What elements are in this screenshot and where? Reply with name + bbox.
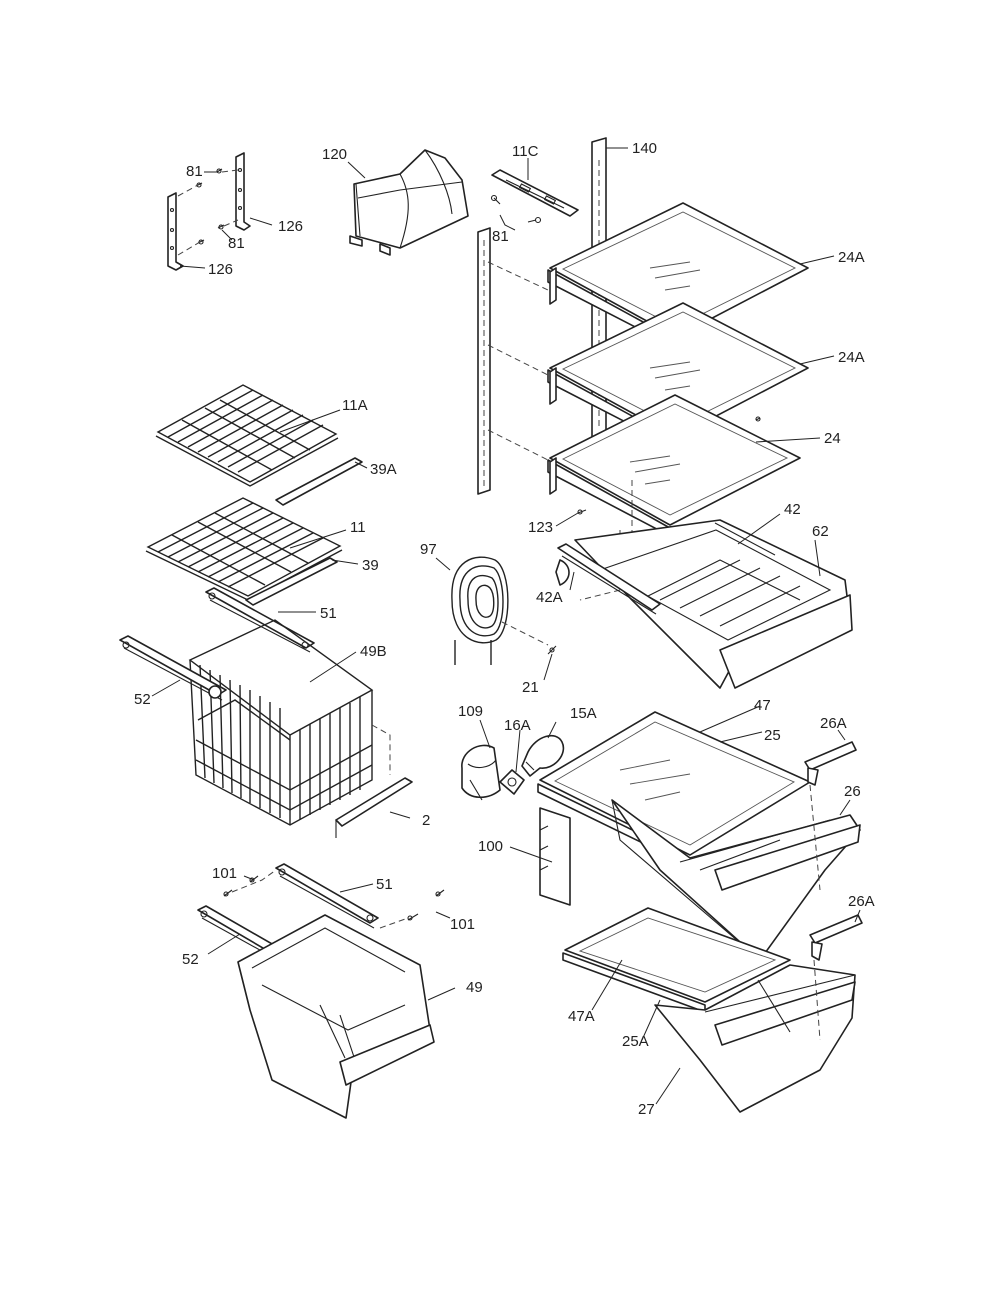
label-126-a: 126 — [278, 218, 303, 235]
label-101-a: 101 — [212, 865, 237, 882]
leader-lines — [151, 147, 861, 1105]
label-11c: 11C — [512, 143, 539, 160]
label-47a: 47A — [568, 1008, 595, 1025]
label-81-c: 81 — [492, 228, 509, 245]
label-49: 49 — [466, 979, 483, 996]
glass-shelf-24 — [547, 394, 801, 537]
heater-97 — [451, 556, 557, 665]
bracket-126-left — [167, 192, 184, 271]
label-26: 26 — [844, 783, 861, 800]
label-101-b: 101 — [450, 916, 475, 933]
dairy-bin-120 — [349, 149, 469, 256]
label-25: 25 — [764, 727, 781, 744]
bulb-15a — [521, 734, 565, 777]
label-120: 120 — [322, 146, 347, 163]
trim-39a — [275, 457, 363, 506]
light-housing-109 — [461, 744, 501, 801]
shelf-rail-11c — [490, 169, 579, 224]
label-100: 100 — [478, 838, 503, 855]
panel-100 — [539, 807, 571, 906]
slide-51-upper — [205, 587, 315, 653]
bracket-126-right — [235, 152, 251, 231]
slide-51-lower — [275, 863, 379, 929]
label-42a: 42A — [536, 589, 563, 606]
label-81-a: 81 — [186, 163, 203, 180]
slide-52-upper — [119, 635, 227, 701]
label-126-b: 126 — [208, 261, 233, 278]
label-25a: 25A — [622, 1033, 649, 1050]
label-42: 42 — [784, 501, 801, 518]
label-11: 11 — [350, 519, 366, 536]
socket-16a — [499, 769, 525, 795]
label-62: 62 — [812, 523, 829, 540]
label-51-upper: 51 — [320, 605, 337, 622]
label-109: 109 — [458, 703, 483, 720]
label-49b: 49B — [360, 643, 387, 660]
label-11a: 11A — [342, 397, 368, 414]
label-27: 27 — [638, 1101, 655, 1118]
crisper-pan-26 — [611, 799, 861, 961]
vertical-rail-left — [477, 227, 491, 495]
label-16a: 16A — [504, 717, 531, 734]
wire-shelf-11a — [155, 384, 339, 487]
crisper-cover-25a — [562, 907, 791, 1013]
label-24a-top: 24A — [838, 249, 865, 266]
trim-39 — [245, 557, 338, 606]
wire-shelf-11 — [145, 497, 343, 601]
label-2: 2 — [422, 812, 430, 829]
callout-labels: 81 81 126 126 120 11C 81 140 24A 24A 24 … — [134, 140, 875, 1118]
crisper-pan-27 — [654, 964, 856, 1113]
screws-81 — [177, 168, 239, 256]
bracket-26a-upper — [804, 741, 857, 891]
label-123: 123 — [528, 519, 553, 536]
label-39: 39 — [362, 557, 379, 574]
label-81-b: 81 — [228, 235, 245, 252]
trim-2 — [335, 724, 413, 838]
label-47: 47 — [754, 697, 771, 714]
label-15a: 15A — [570, 705, 597, 722]
crisper-pan-62 — [574, 519, 853, 689]
wire-basket-49b — [188, 619, 374, 826]
label-51-lower: 51 — [376, 876, 393, 893]
bracket-26a-lower — [809, 914, 863, 1041]
label-97: 97 — [420, 541, 437, 558]
label-52-upper: 52 — [134, 691, 151, 708]
freezer-bin-49 — [237, 914, 435, 1119]
label-26a-top: 26A — [820, 715, 847, 732]
crisper-cover-42 — [555, 522, 776, 615]
label-21: 21 — [522, 679, 539, 696]
label-24: 24 — [824, 430, 841, 447]
label-39a: 39A — [370, 461, 397, 478]
label-140: 140 — [632, 140, 657, 157]
label-24a-middle: 24A — [838, 349, 865, 366]
label-52-lower: 52 — [182, 951, 199, 968]
label-26a-bottom: 26A — [848, 893, 875, 910]
